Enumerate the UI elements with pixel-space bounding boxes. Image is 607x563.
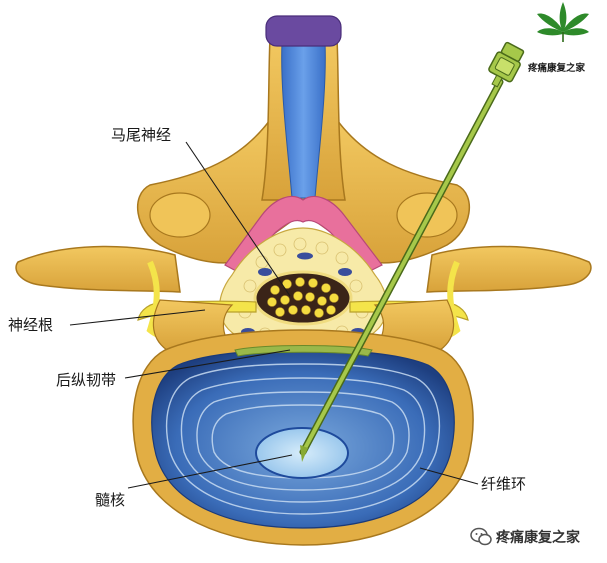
label-nucleus-pulposus: 髓核 <box>95 491 126 509</box>
posterior-longitudinal-ligament <box>234 345 373 357</box>
wechat-icon <box>470 527 492 546</box>
leader-nerve-root <box>69 309 206 326</box>
cannabis-leaf-icon <box>537 2 589 42</box>
watermark: 疼痛康复之家 <box>470 526 580 548</box>
annulus-lamellae <box>165 363 441 515</box>
needle-hub <box>488 41 525 88</box>
leader-cauda-equina <box>185 141 291 297</box>
right-transverse-process <box>426 245 592 293</box>
watermark-text: 疼痛康复之家 <box>496 530 580 546</box>
left-transverse-process <box>15 245 181 293</box>
label-posterior-ligament: 后纵韧带 <box>56 371 117 389</box>
leader-nucleus <box>127 454 293 489</box>
leader-annulus <box>419 467 479 485</box>
label-cauda-equina: 马尾神经 <box>111 126 172 144</box>
cauda-equina-fibers <box>267 277 339 318</box>
label-annulus-fibrosus: 纤维环 <box>481 475 527 493</box>
left-facet-joint <box>149 192 211 238</box>
logo-text: 疼痛康复之家 <box>528 63 586 74</box>
supraspinous-cap <box>265 15 342 47</box>
needle-tip <box>300 445 308 462</box>
needle <box>299 41 525 462</box>
leader-lines <box>69 141 479 489</box>
label-nerve-root: 神经根 <box>8 316 54 334</box>
leader-posterior-ligament <box>124 349 291 379</box>
